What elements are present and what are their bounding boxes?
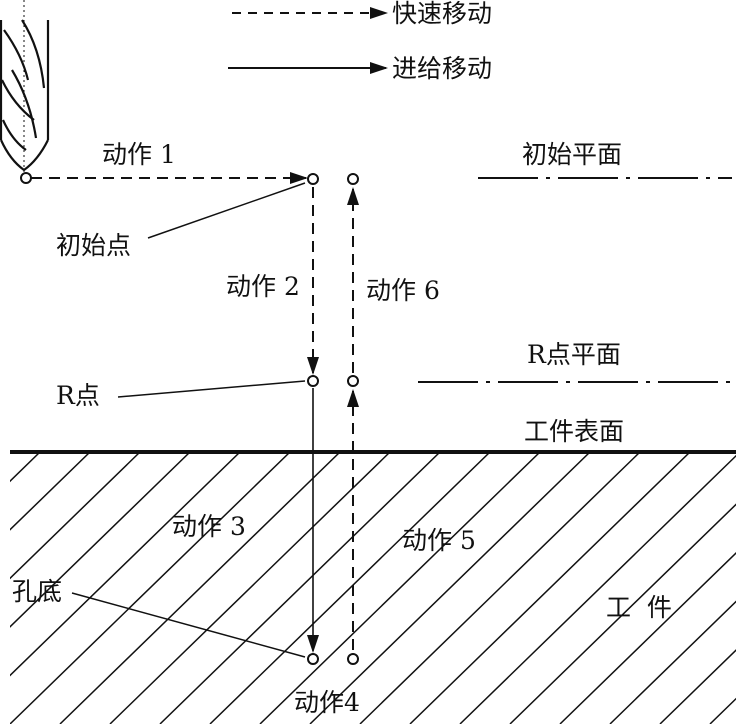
- hole-bottom-label: 孔底: [12, 577, 63, 606]
- legend-rapid-label: 快速移动: [392, 0, 493, 28]
- action-6-label: 动作 6: [366, 276, 440, 305]
- hole-bottom-marker: [307, 653, 319, 665]
- workpiece-hatching: [10, 452, 736, 724]
- initial-point-leader: [147, 182, 306, 239]
- legend-feed-label: 进给移动: [392, 54, 493, 83]
- action-4-label: 动作4: [294, 688, 360, 717]
- initial-plane-return-marker: [347, 173, 359, 185]
- hole-bottom-retract-marker: [347, 653, 359, 665]
- work-surface-label: 工件表面: [524, 417, 625, 446]
- r-point-leader: [117, 380, 306, 398]
- r-point-plane-label: R点平面: [527, 340, 621, 369]
- action-5-label: 动作 5: [402, 526, 476, 555]
- initial-point-label: 初始点: [56, 231, 132, 260]
- initial-point-marker: [307, 173, 319, 185]
- r-point-marker: [307, 375, 319, 387]
- r-point-return-marker: [347, 375, 359, 387]
- drill-bit-icon: [0, 0, 50, 172]
- start-point-marker: [20, 172, 32, 184]
- action-2-label: 动作 2: [226, 272, 300, 301]
- action-3-label: 动作 3: [172, 512, 246, 541]
- r-point-label: R点: [56, 381, 100, 410]
- workpiece-label: 工 件: [606, 593, 672, 622]
- initial-plane-label: 初始平面: [522, 140, 623, 169]
- action-1-label: 动作 1: [102, 140, 176, 169]
- hole-bottom-leader: [71, 592, 306, 658]
